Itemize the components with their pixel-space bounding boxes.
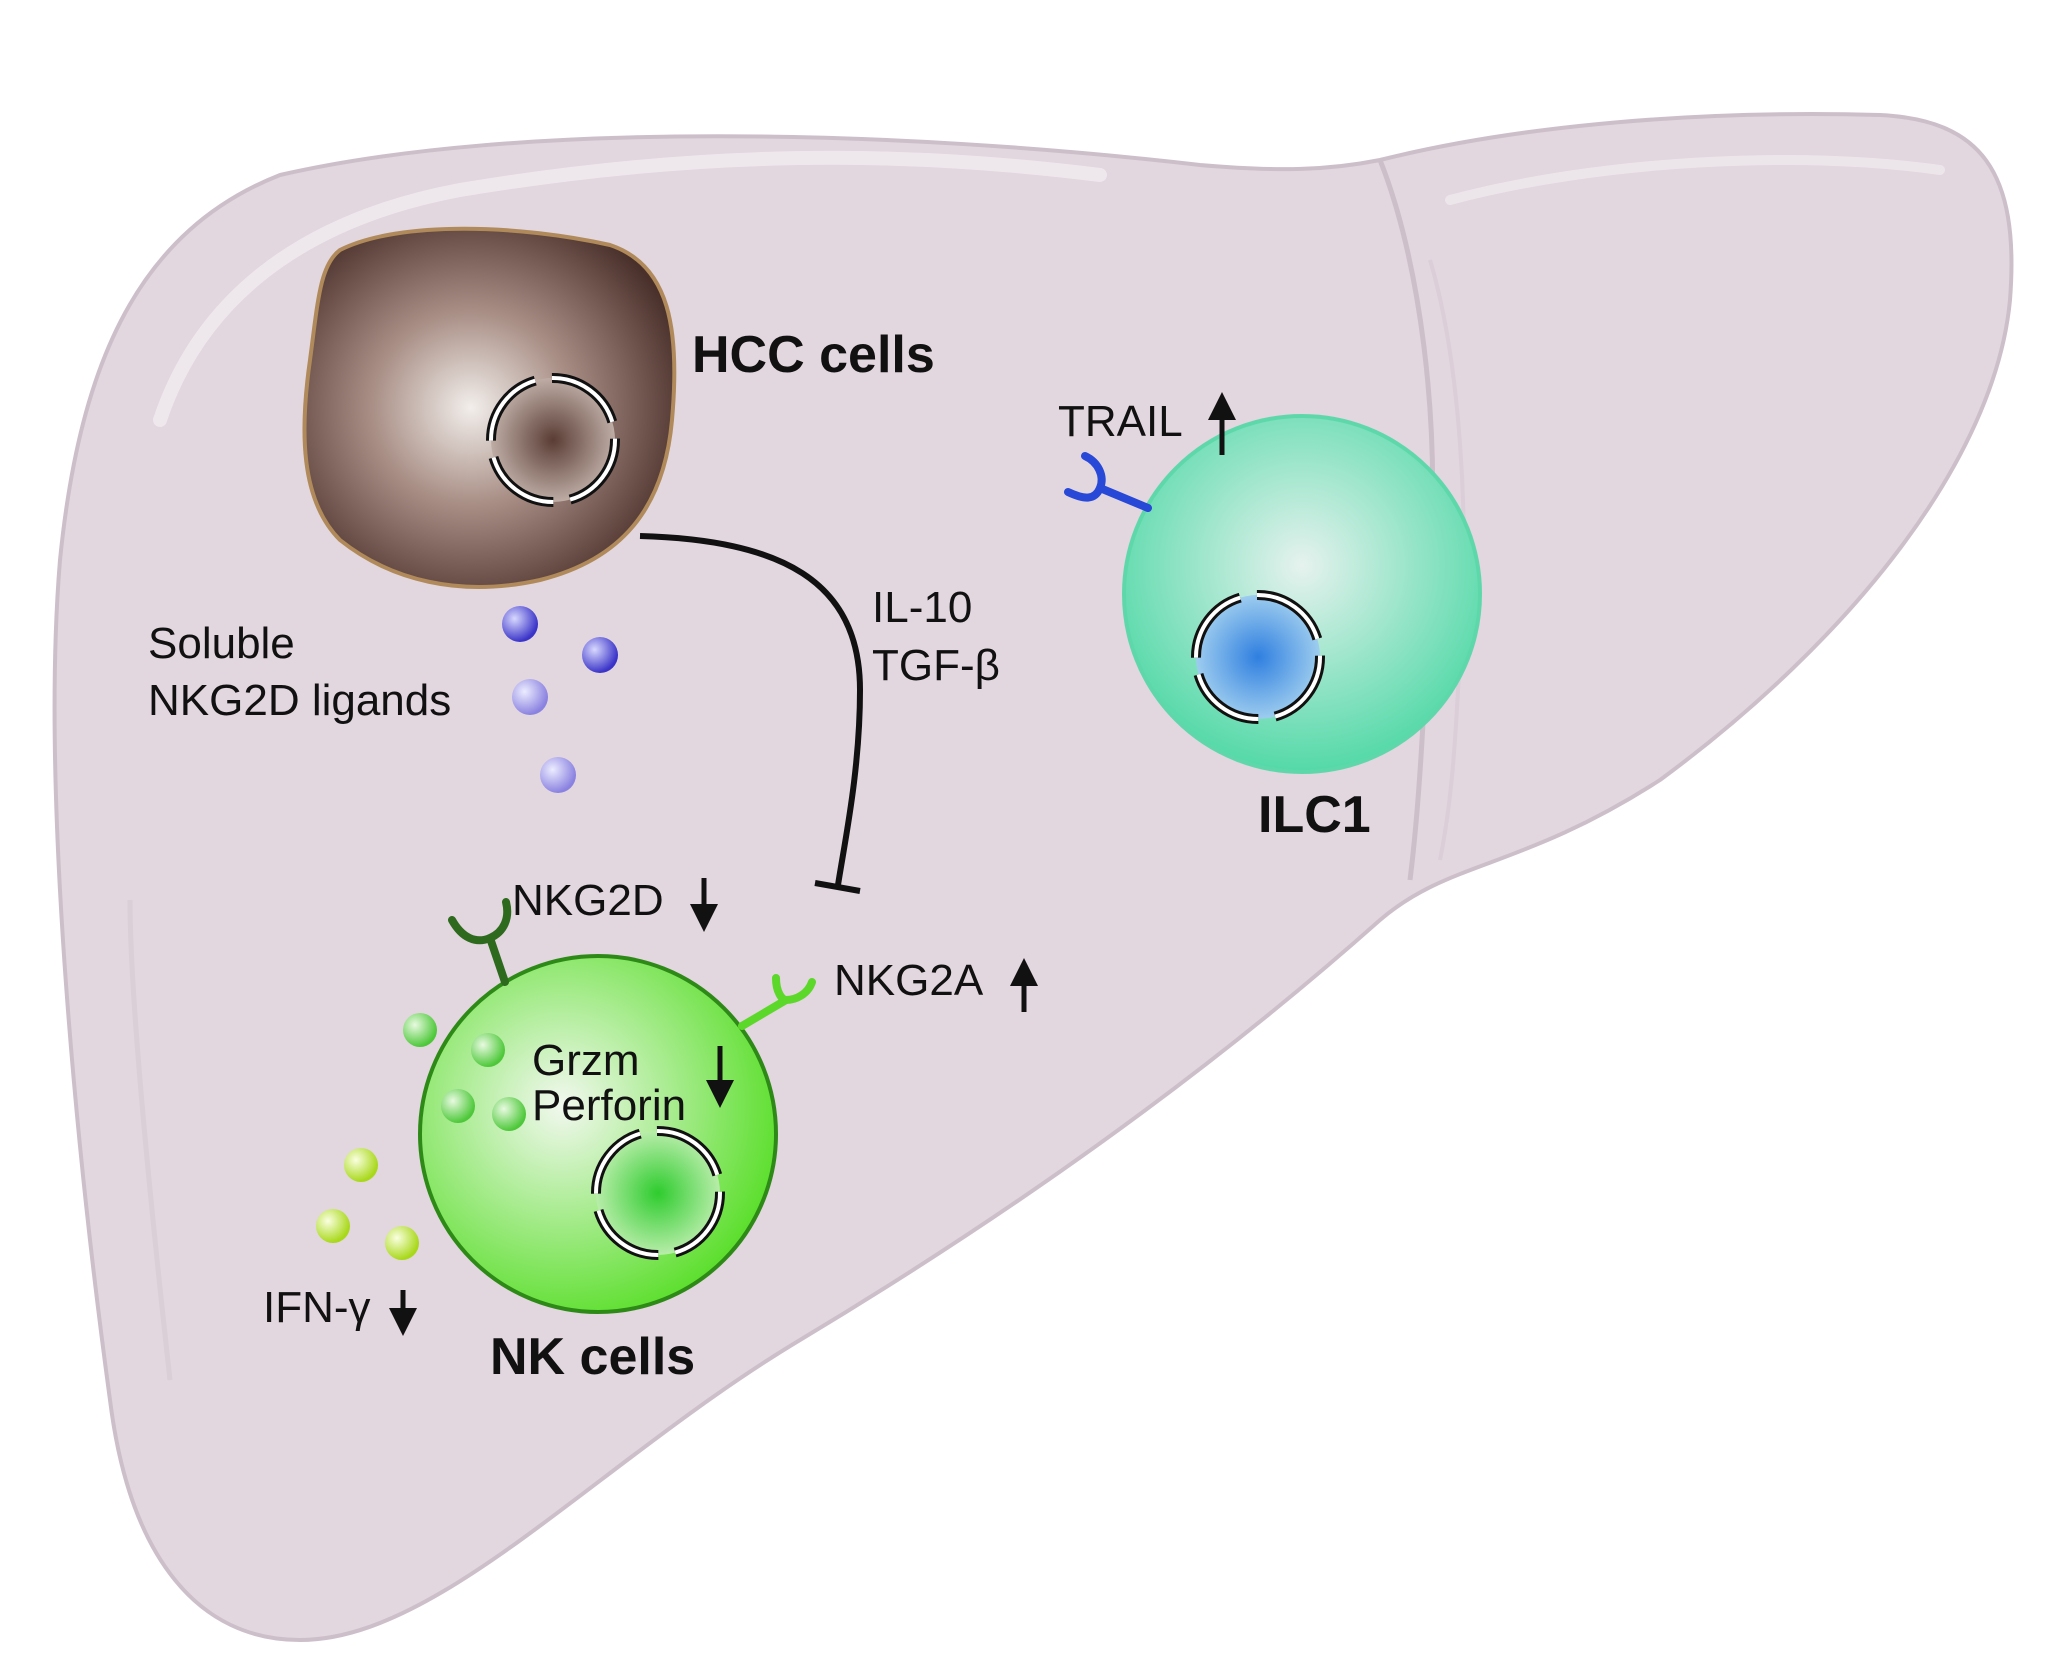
nkg2d-label: NKG2D — [512, 876, 664, 925]
hcc-cell — [302, 226, 677, 589]
soluble-ligands-label-line1: Soluble — [148, 619, 295, 668]
ligand-particle — [540, 757, 576, 793]
trail-label: TRAIL — [1058, 397, 1183, 446]
ilc1-label: ILC1 — [1258, 786, 1371, 844]
ligand-particle — [512, 679, 548, 715]
nkg2a-up-arrow-icon — [1010, 958, 1038, 1012]
nkg2a-receptor-icon — [738, 974, 816, 1030]
granule — [492, 1097, 526, 1131]
soluble-ligands-label-line2: NKG2D ligands — [148, 676, 451, 725]
ilc1-cell — [1122, 414, 1482, 774]
nk-label: NK cells — [490, 1328, 695, 1386]
cytokine-label-line1: IL-10 — [872, 583, 972, 632]
granule — [471, 1033, 505, 1067]
nkg2d-receptor-icon — [448, 898, 512, 986]
nkg2a-label: NKG2A — [834, 956, 984, 1005]
soluble-ligand-particles — [502, 606, 618, 793]
nkg2d-down-arrow-icon — [690, 878, 718, 932]
inhibition-arc — [639, 533, 864, 894]
ifn-particle — [385, 1226, 419, 1260]
ligand-particle — [582, 637, 618, 673]
trail-receptor-icon — [1064, 452, 1152, 512]
granule — [441, 1089, 475, 1123]
grzm-label: Grzm — [532, 1036, 640, 1085]
hcc-nucleus — [486, 373, 620, 507]
nk-granules — [441, 1033, 526, 1131]
ilc1-nucleus — [1191, 590, 1325, 724]
nk-nucleus — [591, 1126, 725, 1260]
ifn-gamma-particles — [316, 1148, 419, 1260]
cytokine-label-line2: TGF-β — [872, 641, 1000, 690]
granule-down-arrow-icon — [706, 1046, 734, 1108]
trail-up-arrow-icon — [1208, 392, 1236, 455]
ifn-gamma-label: IFN-γ — [263, 1283, 371, 1332]
ligand-particle — [502, 606, 538, 642]
nk-cell — [418, 954, 778, 1314]
hcc-label: HCC cells — [692, 326, 935, 384]
ifn-down-arrow-icon — [389, 1290, 417, 1336]
perforin-label: Perforin — [532, 1081, 686, 1130]
ifn-particle — [316, 1209, 350, 1243]
released-granule — [403, 1013, 437, 1047]
ifn-particle — [344, 1148, 378, 1182]
